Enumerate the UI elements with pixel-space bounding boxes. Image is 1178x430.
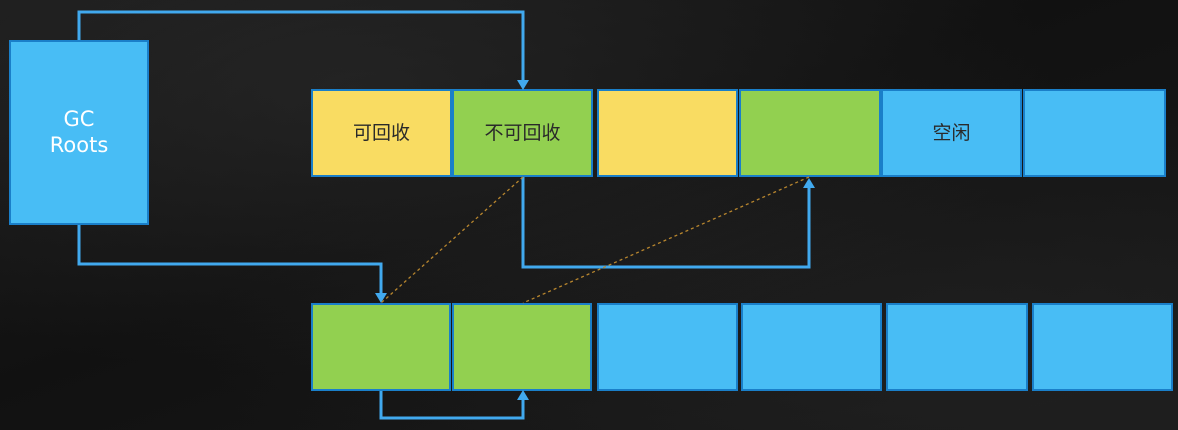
arrowhead-roots-to-to-block-1 (375, 293, 387, 303)
from-block-4 (739, 89, 881, 177)
arrow-to-block-1-to-to-block-2 (379, 391, 525, 420)
arrowhead-from-block-2-to-from-block-4 (803, 178, 815, 188)
gc-roots-label-line2: Roots (49, 132, 109, 157)
from-block-1: 可回收 (311, 89, 452, 177)
to-block-1 (311, 303, 451, 391)
copy-line-1 (380, 176, 524, 304)
to-block-6 (1032, 303, 1173, 391)
arrowhead-to-block-1-to-to-block-2 (517, 390, 529, 400)
gc-roots-box: GC Roots (9, 40, 149, 225)
arrow-roots-to-to-block-1 (77, 225, 383, 298)
from-block-6 (1023, 89, 1166, 177)
to-block-3 (597, 303, 738, 391)
from-block-1-label: 可回收 (352, 121, 410, 144)
arrow-from-block-2-to-from-block-4 (521, 177, 811, 269)
from-block-2: 不可回收 (452, 89, 593, 177)
to-block-2 (452, 303, 592, 391)
from-block-2-label: 不可回收 (484, 121, 561, 144)
copy-line-2 (522, 176, 810, 304)
to-block-4 (741, 303, 882, 391)
from-block-3 (597, 89, 738, 177)
to-block-5 (886, 303, 1028, 391)
from-block-5-label: 空闲 (932, 121, 971, 144)
from-block-5: 空闲 (881, 89, 1022, 177)
gc-roots-label-line1: GC (63, 107, 95, 132)
